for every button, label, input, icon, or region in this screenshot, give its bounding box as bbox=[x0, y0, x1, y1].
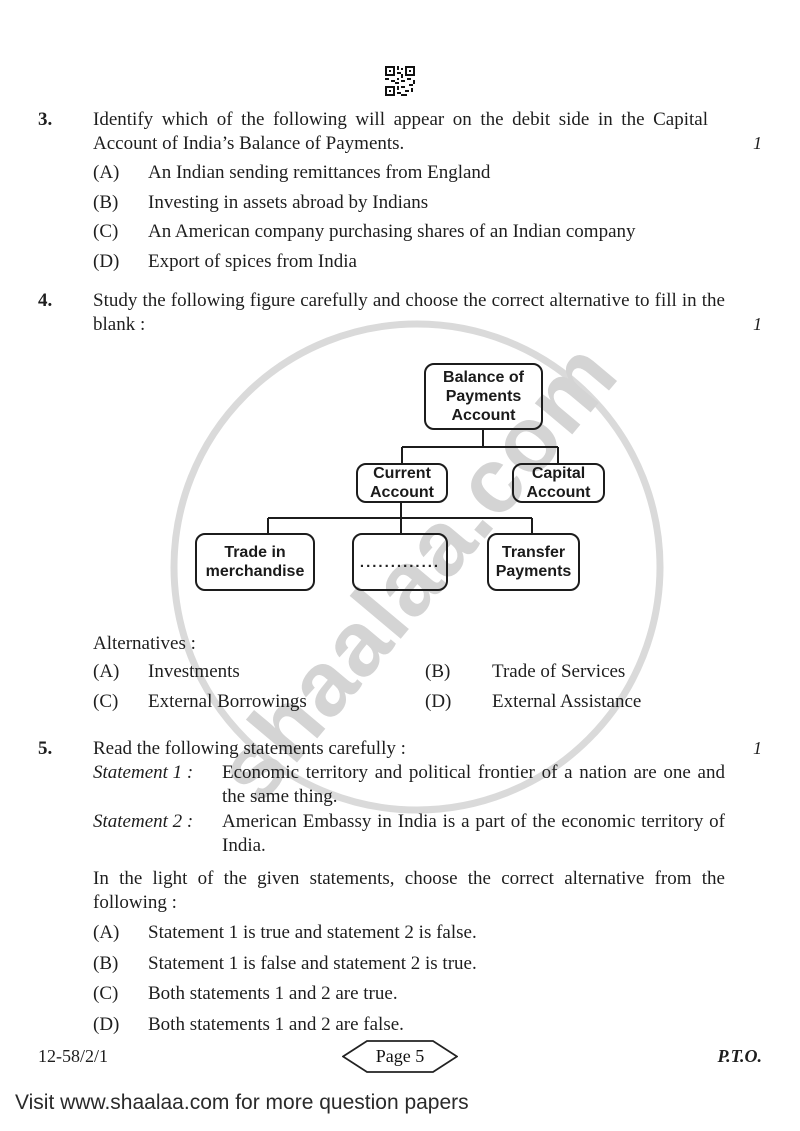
pto-label: P.T.O. bbox=[717, 1046, 762, 1066]
option-row: (B) Investing in assets abroad by Indian… bbox=[93, 191, 762, 215]
option-row: (B) Statement 1 is false and statement 2… bbox=[93, 952, 762, 976]
option-row: (C) Both statements 1 and 2 are true. bbox=[93, 982, 762, 1006]
option-text: Statement 1 is false and statement 2 is … bbox=[148, 952, 477, 974]
option-label: (D) bbox=[93, 1013, 120, 1035]
followup-text: In the light of the given statements, ch… bbox=[93, 868, 725, 913]
question-number: 3. bbox=[38, 109, 53, 130]
option-label: (A) bbox=[93, 162, 120, 183]
statement-text: American Embassy in India is a part of t… bbox=[222, 811, 725, 856]
option-row: (D) Both statements 1 and 2 are false. bbox=[93, 1013, 762, 1037]
node-balance-of-payments: Balance of Payments Account bbox=[424, 363, 543, 430]
option-label: (D) bbox=[425, 690, 452, 712]
question-3-options: (A) An Indian sending remittances from E… bbox=[38, 161, 762, 279]
option-row: (A) Statement 1 is true and statement 2 … bbox=[93, 921, 762, 945]
option-text: Statement 1 is true and statement 2 is f… bbox=[148, 922, 477, 943]
question-5: 5. Read the following statements careful… bbox=[38, 737, 762, 761]
option-label: (A) bbox=[93, 922, 120, 943]
option-row: (D) External Assistance bbox=[425, 690, 755, 714]
bop-diagram: Balance of Payments Account Current Acco… bbox=[150, 355, 650, 600]
question-3: 3. Identify which of the following will … bbox=[38, 108, 762, 155]
statement-row: Statement 2 : American Embassy in India … bbox=[93, 810, 725, 857]
node-transfer-payments: Transfer Payments bbox=[487, 533, 580, 591]
statement-text: Economic territory and political frontie… bbox=[222, 762, 725, 807]
question-text: Study the following figure carefully and… bbox=[93, 290, 725, 335]
option-row: (C) External Borrowings bbox=[93, 690, 423, 714]
node-current-account: Current Account bbox=[356, 463, 448, 503]
marks-badge: 1 bbox=[753, 132, 762, 153]
option-label: (B) bbox=[93, 952, 119, 974]
option-row: (B) Trade of Services bbox=[425, 660, 755, 684]
question-4: 4. Study the following figure carefully … bbox=[38, 289, 762, 336]
statement-row: Statement 1 : Economic territory and pol… bbox=[93, 761, 725, 808]
option-text: Export of spices from India bbox=[148, 250, 357, 272]
question-number: 4. bbox=[38, 290, 53, 311]
node-blank: ............. bbox=[352, 533, 448, 591]
question-text: Read the following statements carefully … bbox=[93, 738, 406, 759]
option-label: (B) bbox=[93, 191, 119, 213]
statement-label: Statement 2 : bbox=[93, 811, 194, 832]
visit-note: Visit www.shaalaa.com for more question … bbox=[15, 1091, 469, 1114]
option-label: (C) bbox=[93, 221, 119, 242]
option-label: (C) bbox=[93, 983, 119, 1004]
option-label: (D) bbox=[93, 250, 120, 272]
blank-dotted-line: ............. bbox=[359, 553, 441, 571]
option-row: (A) An Indian sending remittances from E… bbox=[93, 161, 762, 185]
option-label: (C) bbox=[93, 690, 119, 712]
option-row: (A) Investments bbox=[93, 660, 423, 684]
option-text: An American company purchasing shares of… bbox=[148, 221, 636, 242]
question-number: 5. bbox=[38, 738, 53, 759]
marks-badge: 1 bbox=[753, 313, 762, 334]
option-row: (C) An American company purchasing share… bbox=[93, 220, 762, 244]
option-text: Investments bbox=[148, 661, 240, 682]
question-text: Identify which of the following will app… bbox=[93, 109, 708, 154]
option-label: (A) bbox=[93, 661, 120, 682]
option-text: Investing in assets abroad by Indians bbox=[148, 191, 429, 213]
paper-code: 12-58/2/1 bbox=[38, 1046, 108, 1066]
node-capital-account: Capital Account bbox=[512, 463, 605, 503]
option-label: (B) bbox=[425, 661, 451, 682]
alternatives-heading: Alternatives : bbox=[93, 633, 196, 654]
option-text: An Indian sending remittances from Engla… bbox=[148, 162, 491, 183]
page-badge-label: Page 5 bbox=[375, 1046, 425, 1066]
option-row: (D) Export of spices from India bbox=[93, 250, 762, 274]
option-text: Trade of Services bbox=[492, 661, 626, 682]
option-text: Both statements 1 and 2 are false. bbox=[148, 1013, 404, 1035]
node-trade-in-merchandise: Trade in merchandise bbox=[195, 533, 315, 591]
marks-badge: 1 bbox=[753, 738, 762, 758]
question-5-options: (A) Statement 1 is true and statement 2 … bbox=[38, 921, 762, 1043]
option-text: External Assistance bbox=[492, 690, 642, 712]
page-badge: Page 5 bbox=[342, 1040, 458, 1073]
qr-code-icon bbox=[385, 66, 415, 96]
option-text: External Borrowings bbox=[148, 690, 307, 712]
page-badge-shape bbox=[342, 1040, 458, 1073]
statement-label: Statement 1 : bbox=[93, 762, 194, 783]
option-text: Both statements 1 and 2 are true. bbox=[148, 983, 398, 1004]
